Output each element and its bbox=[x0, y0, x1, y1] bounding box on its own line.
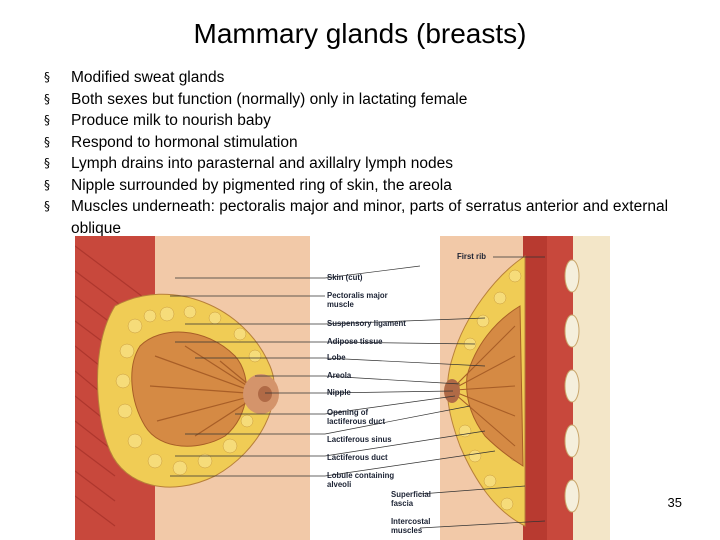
bullet-item: § Respond to hormonal stimulation bbox=[44, 132, 684, 154]
label-pectoralis-line2: muscle bbox=[327, 300, 355, 309]
label-lobule-line2: alveoli bbox=[327, 480, 351, 489]
bullet-item: § Modified sweat glands bbox=[44, 67, 684, 89]
page-number: 35 bbox=[667, 495, 682, 510]
bullet-item: § Produce milk to nourish baby bbox=[44, 110, 684, 132]
label-opening-line2: lactiferous duct bbox=[327, 417, 385, 426]
anterior-nipple bbox=[258, 386, 272, 402]
bullet-text: Nipple surrounded by pigmented ring of s… bbox=[71, 176, 452, 194]
label-areola: Areola bbox=[327, 371, 352, 380]
bullet-text: Produce milk to nourish baby bbox=[71, 112, 271, 129]
label-nipple: Nipple bbox=[327, 388, 351, 397]
label-first-rib: First rib bbox=[457, 252, 486, 261]
leader-lines bbox=[170, 256, 546, 529]
label-duct: Lactiferous duct bbox=[327, 453, 388, 462]
bullet-item: § Both sexes but function (normally) onl… bbox=[44, 89, 684, 111]
label-sinus: Lactiferous sinus bbox=[327, 435, 392, 444]
bullet-marker: § bbox=[44, 156, 50, 170]
label-suspensory: Suspensory ligament bbox=[327, 319, 406, 328]
label-lobule-line1: Lobule containing bbox=[327, 471, 394, 480]
bullet-marker: § bbox=[44, 199, 50, 213]
anterior-view bbox=[75, 236, 310, 540]
label-skin: Skin (cut) bbox=[327, 273, 363, 282]
bullet-list: § Modified sweat glands § Both sexes but… bbox=[44, 67, 684, 239]
slide-title: Mammary glands (breasts) bbox=[193, 18, 527, 49]
mammary-gland-illustration: First rib Skin (cut) Pectoralis major mu… bbox=[75, 236, 610, 540]
bullet-text: Respond to hormonal stimulation bbox=[71, 133, 298, 151]
sagittal-ducts bbox=[454, 325, 516, 447]
anterior-adipose-lobules bbox=[115, 305, 262, 476]
label-pectoralis-line1: Pectoralis major bbox=[327, 291, 388, 300]
rib-sections bbox=[564, 259, 580, 513]
bullet-item: § Lymph drains into parasternal and axil… bbox=[44, 153, 684, 175]
label-opening-line1: Opening of bbox=[327, 408, 369, 417]
sagittal-view bbox=[440, 236, 610, 540]
bullet-marker: § bbox=[44, 177, 50, 192]
bullet-marker: § bbox=[44, 70, 50, 84]
label-lobe: Lobe bbox=[327, 353, 346, 362]
bullet-item: § Nipple surrounded by pigmented ring of… bbox=[44, 175, 684, 197]
pectoralis-muscle-band bbox=[523, 236, 547, 540]
bullet-text: Modified sweat glands bbox=[71, 69, 225, 86]
bullet-item: § Muscles underneath: pectoralis major a… bbox=[44, 196, 684, 239]
bullet-marker: § bbox=[44, 134, 50, 149]
label-intercostal-line1: Intercostal bbox=[391, 517, 430, 526]
bullet-text: Both sexes but function (normally) only … bbox=[71, 90, 468, 108]
label-fascia-line1: Superficial bbox=[391, 490, 431, 499]
figure-labels: First rib Skin (cut) Pectoralis major mu… bbox=[327, 252, 486, 535]
sagittal-gland bbox=[466, 305, 524, 467]
bullet-text: Lymph drains into parasternal and axilla… bbox=[71, 155, 453, 172]
label-intercostal-line2: muscles bbox=[391, 526, 423, 535]
label-fascia-line2: fascia bbox=[391, 499, 414, 508]
bullet-marker: § bbox=[44, 113, 50, 127]
bullet-marker: § bbox=[44, 91, 50, 106]
bullet-text: Muscles underneath: pectoralis major and… bbox=[71, 198, 669, 237]
label-adipose: Adipose tissue bbox=[327, 337, 383, 346]
